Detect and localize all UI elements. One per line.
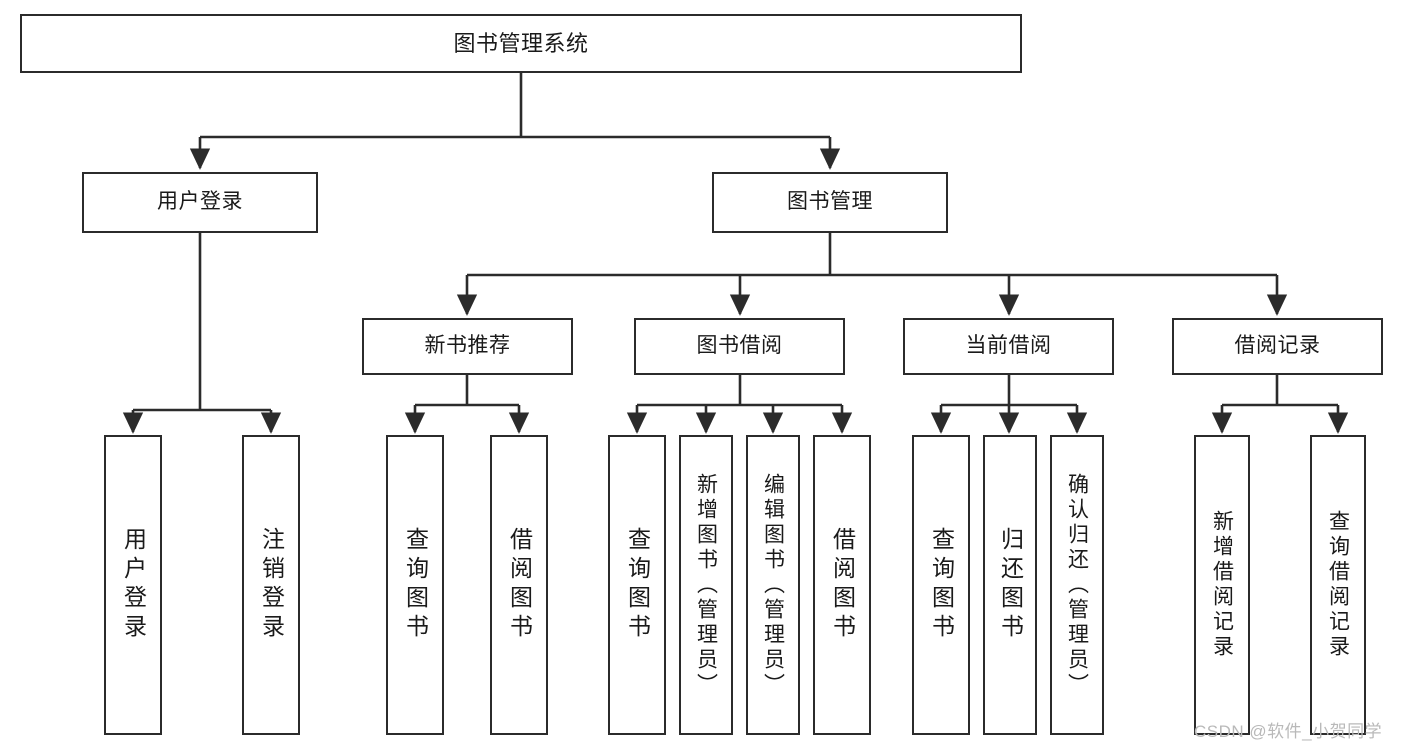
leaf-confirm-return[interactable]: 确认归还（管理员） xyxy=(1050,435,1104,735)
leaf-query-book-2[interactable]: 查询图书 xyxy=(608,435,666,735)
leaf-edit-book[interactable]: 编辑图书（管理员） xyxy=(746,435,800,735)
node-new-book-recommend[interactable]: 新书推荐 xyxy=(362,318,573,375)
leaf-query-book-3[interactable]: 查询图书 xyxy=(912,435,970,735)
leaf-borrow-book-1-label: 借阅图书 xyxy=(506,527,533,643)
leaf-query-record-label: 查询借阅记录 xyxy=(1326,510,1350,660)
node-current-borrow[interactable]: 当前借阅 xyxy=(903,318,1114,375)
node-book-manage[interactable]: 图书管理 xyxy=(712,172,948,233)
node-user-login[interactable]: 用户登录 xyxy=(82,172,318,233)
leaf-add-record-label: 新增借阅记录 xyxy=(1210,510,1234,660)
leaf-return-book-label: 归还图书 xyxy=(997,527,1024,643)
leaf-query-record[interactable]: 查询借阅记录 xyxy=(1310,435,1366,735)
leaf-borrow-book-2[interactable]: 借阅图书 xyxy=(813,435,871,735)
node-borrow-record[interactable]: 借阅记录 xyxy=(1172,318,1383,375)
leaf-add-record[interactable]: 新增借阅记录 xyxy=(1194,435,1250,735)
leaf-query-book-1[interactable]: 查询图书 xyxy=(386,435,444,735)
leaf-add-book[interactable]: 新增图书（管理员） xyxy=(679,435,733,735)
node-root-label: 图书管理系统 xyxy=(453,30,589,56)
node-borrow-record-label: 借阅记录 xyxy=(1234,334,1321,358)
node-root[interactable]: 图书管理系统 xyxy=(20,14,1022,73)
node-user-login-label: 用户登录 xyxy=(157,190,243,214)
leaf-add-book-label: 新增图书（管理员） xyxy=(694,472,718,698)
leaf-logout-label: 注销登录 xyxy=(258,527,285,643)
leaf-borrow-book-2-label: 借阅图书 xyxy=(829,527,856,643)
leaf-query-book-1-label: 查询图书 xyxy=(402,527,429,643)
node-new-book-recommend-label: 新书推荐 xyxy=(424,334,511,358)
node-book-borrow-label: 图书借阅 xyxy=(696,334,783,358)
node-book-manage-label: 图书管理 xyxy=(787,190,873,214)
leaf-query-book-2-label: 查询图书 xyxy=(624,527,651,643)
leaf-return-book[interactable]: 归还图书 xyxy=(983,435,1037,735)
node-current-borrow-label: 当前借阅 xyxy=(965,334,1052,358)
leaf-edit-book-label: 编辑图书（管理员） xyxy=(761,472,785,698)
node-book-borrow[interactable]: 图书借阅 xyxy=(634,318,845,375)
leaf-confirm-return-label: 确认归还（管理员） xyxy=(1065,472,1089,698)
leaf-borrow-book-1[interactable]: 借阅图书 xyxy=(490,435,548,735)
leaf-logout[interactable]: 注销登录 xyxy=(242,435,300,735)
leaf-user-login-label: 用户登录 xyxy=(120,527,147,643)
csdn-watermark: CSDN @软件_小贺同学 xyxy=(1194,722,1383,741)
leaf-query-book-3-label: 查询图书 xyxy=(928,527,955,643)
leaf-user-login[interactable]: 用户登录 xyxy=(104,435,162,735)
